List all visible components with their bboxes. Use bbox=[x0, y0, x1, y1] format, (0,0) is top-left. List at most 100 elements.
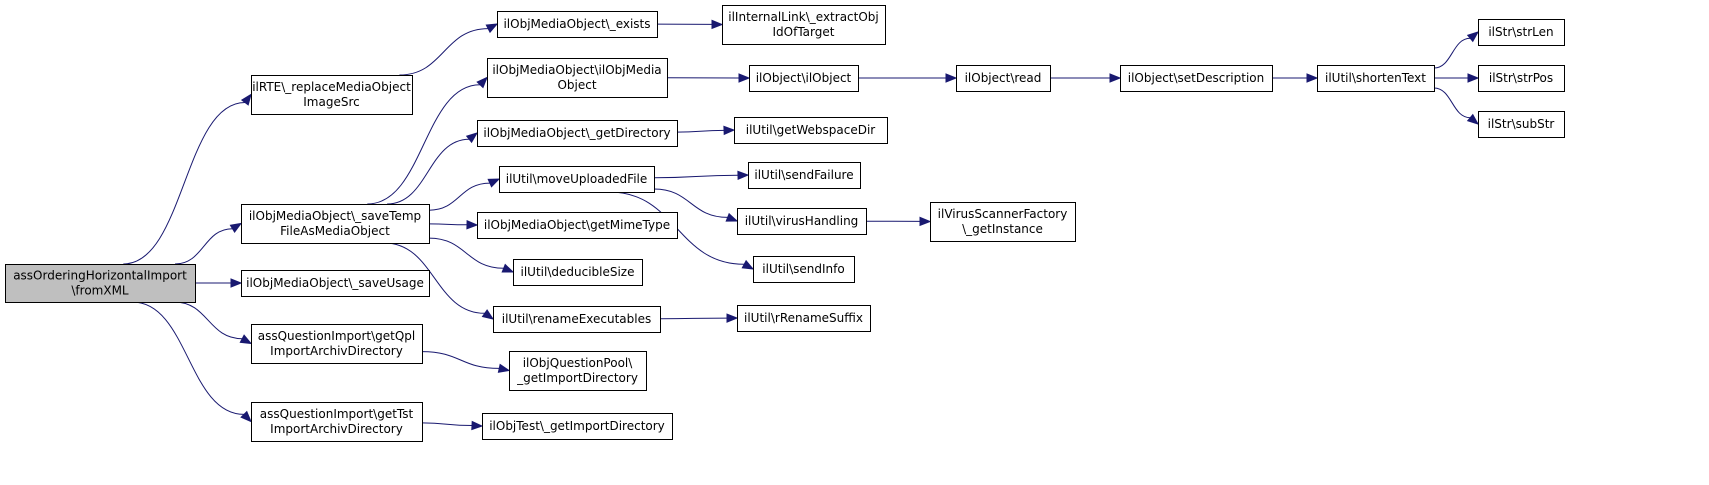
node-saveUsage[interactable]: ilObjMediaObject\_saveUsage bbox=[241, 270, 430, 297]
arrowhead bbox=[240, 93, 252, 106]
node-box bbox=[930, 202, 1076, 242]
arrowhead bbox=[1306, 73, 1319, 83]
edge-root-to-saveUsage bbox=[194, 278, 243, 288]
node-box bbox=[5, 264, 196, 303]
edge-saveTemp-to-ctor bbox=[367, 76, 488, 205]
node-label-line: ilObjMediaObject\_saveTemp bbox=[249, 209, 421, 223]
node-label-line: ilUtil\moveUploadedFile bbox=[506, 172, 648, 186]
edge-getTst-to-testDir bbox=[421, 420, 484, 431]
node-label-line: ImportArchivDirectory bbox=[270, 422, 403, 436]
node-subStr[interactable]: ilStr\subStr bbox=[1478, 111, 1565, 138]
node-root[interactable]: assOrderingHorizontalImport\fromXML bbox=[5, 264, 196, 303]
node-box bbox=[1478, 111, 1565, 138]
node-getQpl[interactable]: assQuestionImport\getQplImportArchivDire… bbox=[251, 324, 423, 364]
node-label-line: ilStr\strPos bbox=[1489, 71, 1553, 85]
arrowhead bbox=[229, 222, 243, 233]
edge-line bbox=[387, 138, 470, 205]
node-box bbox=[513, 259, 643, 286]
edge-line bbox=[399, 28, 489, 76]
node-box bbox=[748, 162, 861, 189]
node-qpoolDir[interactable]: ilObjQuestionPool\_getImportDirectory bbox=[509, 351, 647, 391]
arrowhead bbox=[501, 263, 515, 273]
edge-line bbox=[421, 351, 500, 369]
node-box bbox=[1317, 65, 1435, 92]
node-label-line: ilUtil\virusHandling bbox=[745, 214, 859, 228]
node-box bbox=[493, 306, 661, 333]
node-label-line: ilRTE\_replaceMediaObject bbox=[252, 80, 411, 94]
arrowhead bbox=[726, 313, 739, 323]
node-virus[interactable]: ilUtil\virusHandling bbox=[737, 208, 867, 235]
arrowhead bbox=[1109, 73, 1122, 83]
arrowhead bbox=[1466, 113, 1480, 125]
node-label-line: ilObjQuestionPool\ bbox=[523, 356, 634, 370]
node-box bbox=[1478, 19, 1565, 46]
node-saveTemp[interactable]: ilObjMediaObject\_saveTempFileAsMediaObj… bbox=[241, 204, 430, 244]
node-label-line: ilUtil\sendFailure bbox=[754, 168, 853, 182]
node-read[interactable]: ilObject\read bbox=[956, 65, 1051, 92]
arrowhead bbox=[239, 334, 253, 345]
edge-line bbox=[428, 237, 504, 269]
node-rRename[interactable]: ilUtil\rRenameSuffix bbox=[737, 305, 871, 332]
node-renameExe[interactable]: ilUtil\renameExecutables bbox=[493, 306, 661, 333]
node-box bbox=[241, 204, 430, 244]
arrowhead bbox=[230, 278, 243, 288]
arrowhead bbox=[1466, 31, 1480, 43]
node-deducible[interactable]: ilUtil\deducibleSize bbox=[513, 259, 643, 286]
node-label-line: assOrderingHorizontalImport bbox=[13, 269, 187, 283]
arrowhead bbox=[485, 23, 499, 34]
node-label-line: ilStr\strLen bbox=[1488, 25, 1553, 39]
edge-line bbox=[676, 129, 725, 133]
node-box bbox=[499, 166, 655, 193]
edge-shorten-to-strPos bbox=[1433, 73, 1480, 83]
node-mime[interactable]: ilObjMediaObject\getMimeType bbox=[477, 212, 678, 239]
node-box bbox=[753, 256, 855, 283]
edge-setDesc-to-shorten bbox=[1271, 73, 1319, 83]
node-strLen[interactable]: ilStr\strLen bbox=[1478, 19, 1565, 46]
node-label-line: \fromXML bbox=[71, 284, 129, 298]
node-box bbox=[251, 402, 423, 442]
node-exists[interactable]: ilObjMediaObject\_exists bbox=[497, 11, 658, 38]
node-moveUp[interactable]: ilUtil\moveUploadedFile bbox=[499, 166, 655, 193]
edge-layer bbox=[123, 19, 1480, 431]
arrowhead bbox=[487, 178, 501, 188]
arrowhead bbox=[465, 132, 479, 144]
arrowhead bbox=[738, 73, 751, 83]
node-getDir[interactable]: ilObjMediaObject\_getDirectory bbox=[477, 120, 678, 147]
node-box bbox=[722, 5, 886, 45]
edge-saveTemp-to-renameExe bbox=[384, 242, 495, 320]
node-box bbox=[477, 120, 678, 147]
node-label-line: Object bbox=[557, 78, 596, 92]
node-sendFailure[interactable]: ilUtil\sendFailure bbox=[748, 162, 861, 189]
node-box bbox=[482, 413, 673, 440]
node-objCtor[interactable]: ilObject\ilObject bbox=[749, 65, 859, 92]
edge-line bbox=[174, 301, 243, 340]
node-sendInfo[interactable]: ilUtil\sendInfo bbox=[753, 256, 855, 283]
edge-line bbox=[1433, 87, 1471, 119]
edge-root-to-getQpl bbox=[174, 301, 253, 345]
node-ctor[interactable]: ilObjMediaObject\ilObjMediaObject bbox=[487, 58, 668, 98]
node-label-line: ilObject\setDescription bbox=[1128, 71, 1264, 85]
edge-shorten-to-subStr bbox=[1433, 87, 1480, 125]
node-box bbox=[1120, 65, 1273, 92]
node-box bbox=[749, 65, 859, 92]
edge-saveTemp-to-getDir bbox=[387, 132, 479, 205]
node-layer: assOrderingHorizontalImport\fromXML ilRTE… bbox=[5, 5, 1565, 442]
node-shorten[interactable]: ilUtil\shortenText bbox=[1317, 65, 1435, 92]
node-virusFactory[interactable]: ilVirusScannerFactory\_getInstance bbox=[930, 202, 1076, 242]
edge-moveUp-to-virus bbox=[653, 188, 739, 222]
arrowhead bbox=[1467, 73, 1480, 83]
arrowhead bbox=[471, 420, 484, 431]
node-box bbox=[251, 75, 413, 115]
node-label-line: \_getInstance bbox=[962, 222, 1043, 236]
arrowhead bbox=[476, 76, 488, 89]
node-box bbox=[241, 270, 430, 297]
node-strPos[interactable]: ilStr\strPos bbox=[1478, 65, 1565, 92]
node-box bbox=[251, 324, 423, 364]
node-testDir[interactable]: ilObjTest\_getImportDirectory bbox=[482, 413, 673, 440]
node-webspace[interactable]: ilUtil\getWebspaceDir bbox=[734, 117, 888, 144]
node-setDesc[interactable]: ilObject\setDescription bbox=[1120, 65, 1273, 92]
node-getTst[interactable]: assQuestionImport\getTstImportArchivDire… bbox=[251, 402, 423, 442]
